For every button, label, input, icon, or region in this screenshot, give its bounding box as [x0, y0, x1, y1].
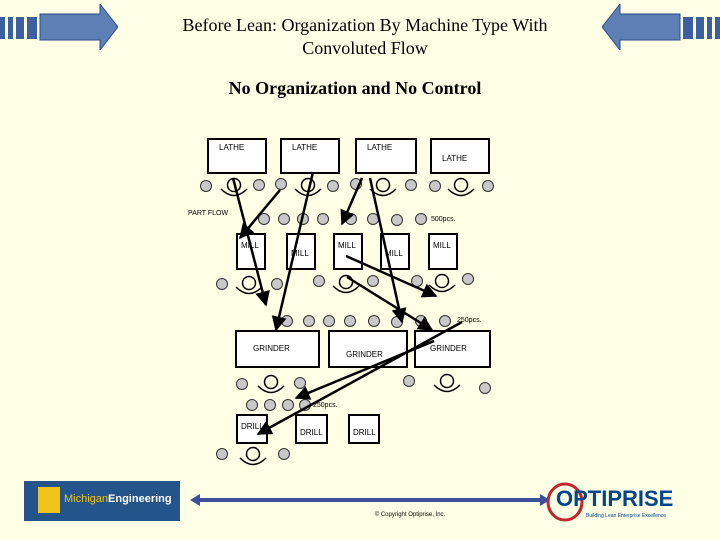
flow-arrows	[231, 171, 463, 436]
operators	[220, 177, 475, 466]
footer-double-arrow	[190, 494, 550, 506]
mill-box-5: MILL	[428, 233, 458, 270]
block-m-icon	[38, 487, 60, 513]
qty-label-3: 250pcs.	[313, 402, 338, 409]
slide-title: Before Lean: Organization By Machine Typ…	[182, 15, 548, 58]
lathe-box-3: LATHE	[355, 138, 417, 174]
grinder-box-2: GRINDER	[328, 330, 408, 368]
grinder-box-3: GRINDER	[414, 330, 491, 368]
mill-box-4: MILL	[380, 233, 410, 270]
qty-label-1: 500pcs.	[431, 216, 456, 223]
part-flow-label: PART FLOW	[188, 210, 229, 217]
drill-box-3: DRILL	[348, 414, 380, 444]
qty-label-2: 250pcs.	[457, 317, 482, 324]
drill-box-2: DRILL	[295, 414, 328, 444]
optiprise-tagline: Building Lean Enterprise Excellence	[586, 513, 667, 519]
optiprise-logo: OPTIPRISE	[556, 486, 674, 511]
logo-text-prefix: Michigan	[64, 493, 109, 505]
logo-text-bold: Engineering	[108, 493, 172, 505]
lathe-box-1: LATHE	[207, 138, 267, 174]
mill-box-3: MILL	[333, 233, 363, 270]
optiprise-swoosh-icon	[546, 482, 584, 522]
back-arrow-icon[interactable]	[0, 4, 118, 50]
michigan-engineering-logo: MichiganEngineering	[24, 481, 180, 521]
lathe-box-4: LATHE	[430, 138, 490, 174]
copyright-text: © Copyright Optiprise, Inc.	[374, 512, 446, 518]
slide-subtitle: No Organization and No Control	[228, 78, 482, 98]
lathe-box-2: LATHE	[280, 138, 340, 174]
forward-arrow-icon[interactable]	[602, 4, 720, 50]
